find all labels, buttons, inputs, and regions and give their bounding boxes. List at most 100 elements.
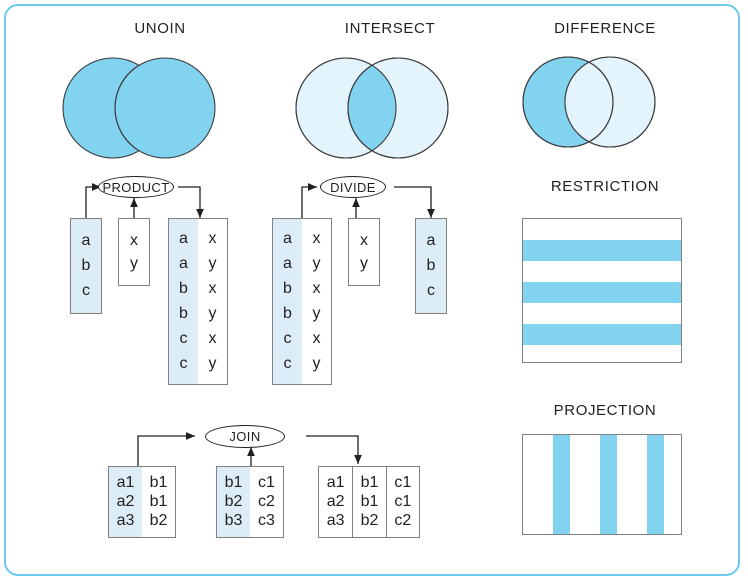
table-cell: c <box>82 281 90 299</box>
table-cell: b1 <box>360 492 379 510</box>
table-cell: y <box>130 254 138 272</box>
projection-stripe <box>647 435 664 534</box>
table-cell: y <box>208 354 217 372</box>
table-cell: c <box>283 354 292 372</box>
table-column: a a b b c c <box>169 219 198 384</box>
join-wires <box>137 432 362 468</box>
table-column: a a b b c c <box>273 219 302 384</box>
table-column: b1 b1 b2 <box>352 467 385 537</box>
table-cell: x <box>208 280 217 298</box>
table-cell: c2 <box>258 492 275 510</box>
table-cell: x <box>360 231 368 249</box>
intersect-venn <box>295 57 449 159</box>
table-cell: y <box>312 255 321 273</box>
table-cell: b <box>426 256 436 274</box>
product-operator-label: PRODUCT <box>102 179 170 195</box>
table-cell: a3 <box>326 512 345 530</box>
table-cell: b <box>81 256 91 274</box>
divide-input-b-table: x y <box>348 218 380 286</box>
table-cell: x <box>208 230 217 248</box>
table-cell: y <box>312 304 321 322</box>
table-cell: a3 <box>116 512 135 530</box>
product-input-a-table: a b c <box>70 218 102 314</box>
table-cell: c2 <box>394 512 412 530</box>
table-cell: a <box>283 255 292 273</box>
table-cell: y <box>312 354 321 372</box>
projection-stripe <box>553 435 570 534</box>
projection-title: PROJECTION <box>553 402 657 419</box>
table-cell: b1 <box>224 473 243 491</box>
table-cell: y <box>208 304 217 322</box>
table-cell: b2 <box>224 492 243 510</box>
table-cell: c <box>283 329 292 347</box>
union-title: UNOIN <box>134 20 186 37</box>
union-venn <box>62 57 216 159</box>
table-cell: a <box>179 230 188 248</box>
table-cell: c <box>179 354 188 372</box>
projection-block <box>522 434 682 535</box>
table-cell: a1 <box>326 473 345 491</box>
table-cell: c1 <box>394 492 412 510</box>
join-operator-label: JOIN <box>229 429 261 444</box>
intersect-title: INTERSECT <box>344 20 436 37</box>
table-column: x y <box>349 219 379 285</box>
restriction-stripe <box>523 324 681 345</box>
table-cell: a2 <box>326 492 345 510</box>
table-column: b1 b2 b3 <box>217 467 250 537</box>
difference-title: DIFFERENCE <box>554 20 656 37</box>
product-input-b-table: x y <box>118 218 150 286</box>
table-column: c1 c2 c3 <box>250 467 283 537</box>
table-cell: x <box>130 231 138 249</box>
table-cell: y <box>360 254 368 272</box>
table-cell: c <box>179 329 188 347</box>
table-column: x y x y x y <box>198 219 227 384</box>
table-cell: b <box>179 280 188 298</box>
table-cell: b <box>283 280 292 298</box>
table-cell: c3 <box>258 512 275 530</box>
table-column: x y <box>119 219 149 285</box>
restriction-stripe <box>523 282 681 303</box>
product-wires <box>85 183 204 222</box>
divide-wires <box>301 183 435 222</box>
table-cell: a <box>81 232 91 250</box>
join-input-a-table: a1 a2 a3 b1 b1 b2 <box>108 466 176 538</box>
table-cell: b1 <box>149 492 168 510</box>
restriction-stripe <box>523 240 681 261</box>
product-output-table: a a b b c c x y x y x y <box>168 218 228 385</box>
projection-stripe <box>600 435 617 534</box>
divide-input-a-table: a a b b c c x y x y x y <box>272 218 332 385</box>
join-operator-node[interactable]: JOIN <box>205 425 285 448</box>
table-cell: x <box>208 329 217 347</box>
join-input-b-table: b1 b2 b3 c1 c2 c3 <box>216 466 284 538</box>
table-cell: b <box>179 304 188 322</box>
table-column: a b c <box>71 219 101 313</box>
restriction-title: RESTRICTION <box>550 178 660 195</box>
table-column: a1 a2 a3 <box>109 467 142 537</box>
table-cell: c <box>427 281 435 299</box>
table-cell: c1 <box>258 473 275 491</box>
table-column: c1 c1 c2 <box>385 467 419 537</box>
table-cell: a1 <box>116 473 135 491</box>
divide-operator-node[interactable]: DIVIDE <box>320 176 386 198</box>
table-cell: a <box>426 232 436 250</box>
difference-venn <box>522 56 656 148</box>
table-cell: y <box>208 255 217 273</box>
divide-operator-label: DIVIDE <box>330 179 376 195</box>
table-cell: a <box>283 230 292 248</box>
table-cell: b1 <box>360 473 379 491</box>
table-column: x y x y x y <box>302 219 331 384</box>
table-cell: b <box>283 304 292 322</box>
table-cell: a2 <box>116 492 135 510</box>
table-cell: x <box>312 280 321 298</box>
product-operator-node[interactable]: PRODUCT <box>98 176 174 198</box>
table-cell: a <box>179 255 188 273</box>
restriction-block <box>522 218 682 363</box>
table-cell: b3 <box>224 512 243 530</box>
join-output-table: a1 a2 a3 b1 b1 b2 c1 c1 c2 <box>318 466 420 538</box>
table-cell: b1 <box>149 473 168 491</box>
table-column: b1 b1 b2 <box>142 467 175 537</box>
divide-output-table: a b c <box>415 218 447 314</box>
table-cell: x <box>312 329 321 347</box>
table-column: a1 a2 a3 <box>319 467 352 537</box>
